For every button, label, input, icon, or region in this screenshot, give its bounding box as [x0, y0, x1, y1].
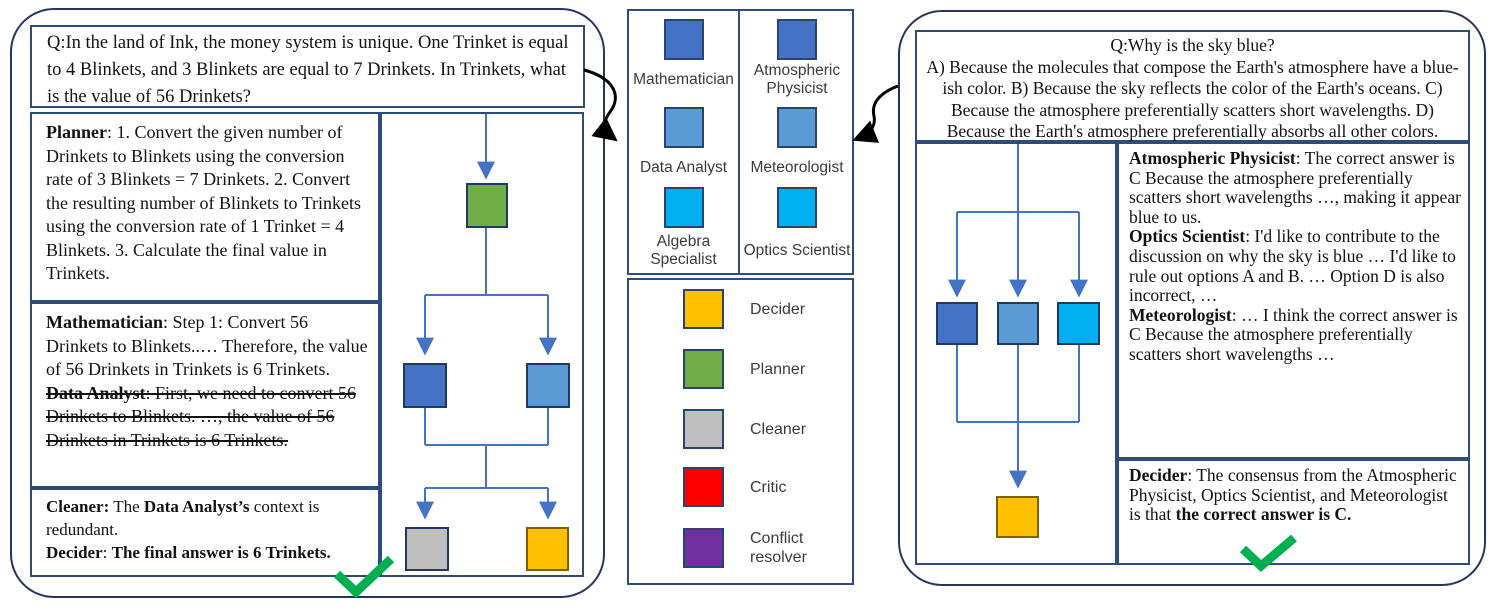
cleaner-text-pre: The [109, 497, 144, 516]
optics-scientist-pool-label: Optics Scientist [743, 241, 851, 259]
agent-pool-box: Mathematician Data Analyst Algebra Speci… [627, 9, 854, 275]
meteorologist-swatch [777, 107, 817, 148]
data-analyst-pool-label: Data Analyst [639, 158, 728, 176]
cleaner-legend-label: Cleaner [750, 420, 807, 438]
sky-question-box: Q:Why is the sky blue? A) Because the mo… [915, 30, 1470, 142]
mathematician-swatch [663, 19, 704, 60]
algebra-specialist-swatch [663, 187, 704, 228]
sky-decider-box: Decider: The consensus from the Atmosphe… [1117, 459, 1470, 565]
cleaner-legend-swatch [683, 409, 724, 449]
atmospheric-physicist-swatch [777, 19, 817, 60]
conflict-resolver-legend-swatch [683, 528, 724, 568]
decider-node-right [996, 496, 1039, 538]
sky-question-title: Q:Why is the sky blue? [1110, 35, 1275, 55]
atmospheric-physicist-node [936, 302, 978, 345]
optics-scientist-node [1057, 302, 1100, 345]
meteorologist-label: Meteorologist [1129, 304, 1232, 325]
planner-node [466, 183, 508, 228]
decider-node-left [526, 527, 569, 571]
math-flowchart [403, 114, 570, 571]
sky-decider-label: Decider [1129, 465, 1188, 485]
algebra-specialist-pool-label: Algebra Specialist [650, 232, 717, 269]
mathematician-text: : Step 1: Convert 56 Drinkets to Blinket… [46, 312, 368, 379]
decider-legend-swatch [683, 289, 724, 329]
atmospheric-physicist-pool-label: Atmospheric Physicist [753, 61, 841, 98]
cleaner-text-bold: Data Analyst’s [143, 497, 250, 516]
planner-text: : 1. Convert the given number of Drinket… [46, 122, 361, 283]
math-example-panel: Q:In the land of Ink, the money system i… [10, 8, 605, 598]
sky-agents-box: Atmospheric Physicist: The correct answe… [1117, 142, 1470, 459]
planner-label: Planner [46, 122, 107, 142]
atmospheric-physicist-text: : The correct answer is C Because the at… [1129, 148, 1461, 227]
data-analyst-message-struck: Data Analyst: First, we need to convert … [46, 382, 370, 453]
legend-row-planner: Planner [683, 348, 855, 390]
sky-flowchart [936, 144, 1100, 538]
cleaner-message: Cleaner: The Data Analyst’s context is r… [46, 495, 370, 541]
legend-row-conflict-resolver: Conflict resolver [683, 527, 855, 569]
pool-column-science: Atmospheric Physicist Meteorologist Opti… [740, 11, 854, 273]
decider-answer-bold: The final answer is 6 Trinkets. [111, 543, 331, 562]
pool-column-divider [738, 11, 740, 273]
sky-decider-text: : The consensus from the Atmospheric Phy… [1129, 465, 1457, 525]
mathematician-message: Mathematician: Step 1: Convert 56 Drinke… [46, 311, 370, 382]
sky-flowchart-box [915, 142, 1117, 565]
cleaner-decider-box: Cleaner: The Data Analyst’s context is r… [30, 488, 380, 577]
cleaner-node [405, 527, 449, 571]
critic-legend-swatch [683, 467, 724, 507]
sky-example-panel: Q:Why is the sky blue? A) Because the mo… [898, 10, 1486, 586]
pool-column-math: Mathematician Data Analyst Algebra Speci… [629, 11, 738, 273]
data-analyst-node [526, 363, 570, 408]
math-flowchart-box [380, 112, 584, 577]
mathematician-label: Mathematician [46, 312, 163, 332]
math-flow-connectors [416, 114, 557, 520]
decider-colon: : [102, 543, 112, 562]
right-panel-to-pool-arrow [852, 84, 899, 143]
decider-message: Decider: The final answer is 6 Trinkets. [46, 541, 370, 564]
mathematician-pool-label: Mathematician [633, 70, 734, 88]
optics-scientist-text: : I'd like to contribute to the discussi… [1129, 226, 1456, 306]
cleaner-text-post: context is redundant. [46, 497, 320, 539]
sky-decider-answer-bold: the correct answer is C. [1175, 504, 1352, 525]
decider-legend-label: Decider [750, 300, 806, 318]
data-analyst-text: : First, we need to convert 56 Drinkets … [46, 382, 356, 450]
legend-row-critic: Critic [683, 466, 855, 508]
optics-scientist-label: Optics Scientist [1129, 226, 1246, 247]
atmospheric-physicist-label: Atmospheric Physicist [1129, 148, 1296, 168]
mathematician-message-box: Mathematician: Step 1: Convert 56 Drinke… [30, 302, 380, 488]
meteorologist-text: : … I think the correct answer is C Beca… [1129, 304, 1458, 364]
meteorologist-node [997, 302, 1039, 345]
meteorologist-pool-label: Meteorologist [750, 158, 844, 176]
legend-row-cleaner: Cleaner [683, 408, 855, 450]
conflict-resolver-legend-label: Conflict resolver [750, 530, 807, 566]
critic-legend-label: Critic [750, 478, 787, 496]
math-question-box: Q:In the land of Ink, the money system i… [30, 25, 585, 108]
sky-flow-connectors [948, 144, 1088, 489]
planner-legend-label: Planner [750, 360, 806, 378]
legend-row-decider: Decider [683, 288, 855, 330]
planner-message-box: Planner: 1. Convert the given number of … [30, 112, 380, 302]
planner-legend-swatch [683, 349, 724, 389]
optics-scientist-swatch [777, 187, 817, 228]
math-question-text: Q:In the land of Ink, the money system i… [47, 33, 569, 107]
mathematician-node [403, 363, 447, 408]
role-legend-box: Decider Planner Cleaner Critic Conflict … [627, 278, 854, 585]
data-analyst-swatch [663, 107, 704, 148]
data-analyst-label: Data Analyst [46, 382, 146, 403]
sky-question-options: A) Because the molecules that compose th… [926, 56, 1459, 142]
decider-label: Decider [46, 543, 103, 562]
cleaner-label: Cleaner: [46, 497, 110, 516]
